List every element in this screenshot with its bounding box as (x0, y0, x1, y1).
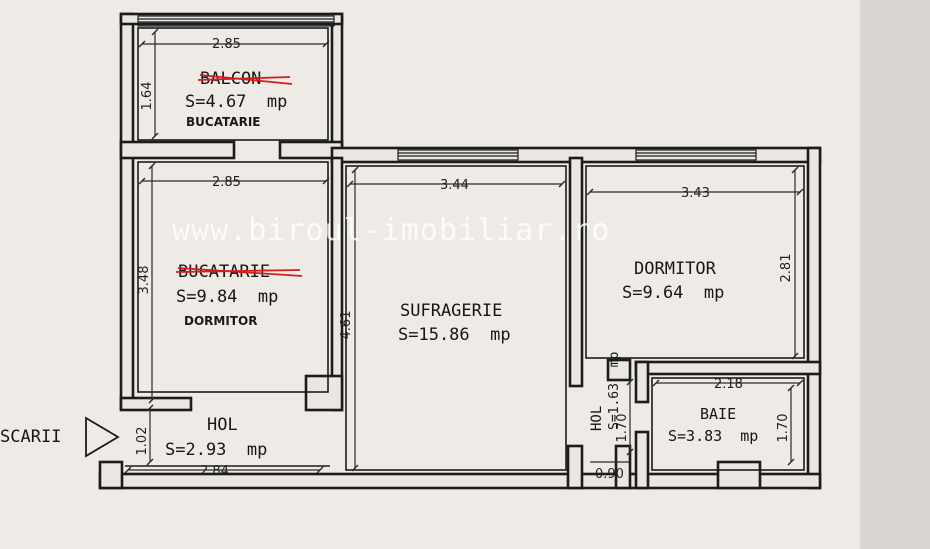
entrance-arrow-icon (85, 416, 120, 458)
room-hol2-area: S=1.63 mp (607, 352, 622, 430)
dim-dormitor-depth: 2.81 (779, 254, 794, 283)
dim-baie-depth: 1.70 (776, 414, 791, 443)
entrance-label: SCARII (0, 427, 61, 447)
dim-hol2-depth: 1.70 (615, 414, 630, 443)
dim-hol-depth: 1.02 (135, 427, 150, 456)
room-balcon-new-use: BUCATARIE (186, 115, 261, 129)
dim-dormitor-width: 3.43 (681, 186, 710, 201)
room-hol-name: HOL (207, 415, 238, 435)
dim-balcon-depth: 1.64 (140, 82, 155, 111)
room-balcon-area: S=4.67 mp (185, 92, 287, 112)
dim-balcon-width: 2.85 (212, 37, 241, 52)
room-sufragerie-name: SUFRAGERIE (400, 301, 502, 321)
dim-bucatarie-depth: 3.48 (137, 266, 152, 295)
windows (137, 15, 757, 161)
watermark: www.biroul-imobiliar.ro (172, 213, 610, 248)
room-hol2-name: HOL (589, 406, 605, 431)
dim-bucatarie-width: 2.85 (212, 175, 241, 190)
room-bucatarie-new-use: DORMITOR (184, 314, 257, 328)
dim-hol-width: 2.84 (200, 464, 229, 479)
walls (98, 12, 822, 490)
dimension-lines (124, 28, 804, 474)
dim-baie-width: 2.18 (714, 377, 743, 392)
inner-outlines (125, 27, 805, 471)
dim-hol2-width: 0.90 (595, 467, 624, 482)
room-baie-name: BAIE (700, 405, 736, 423)
paper-shadow-right (860, 0, 930, 549)
dim-sufragerie-width: 3.44 (440, 178, 469, 193)
room-hol-area: S=2.93 mp (165, 440, 267, 460)
room-dormitor-area: S=9.64 mp (622, 283, 724, 303)
room-baie-area: S=3.83 mp (668, 427, 758, 445)
room-sufragerie-area: S=15.86 mp (398, 325, 511, 345)
room-dormitor-name: DORMITOR (634, 259, 717, 279)
room-bucatarie-area: S=9.84 mp (176, 287, 278, 307)
dim-sufragerie-depth: 4.61 (339, 311, 354, 340)
